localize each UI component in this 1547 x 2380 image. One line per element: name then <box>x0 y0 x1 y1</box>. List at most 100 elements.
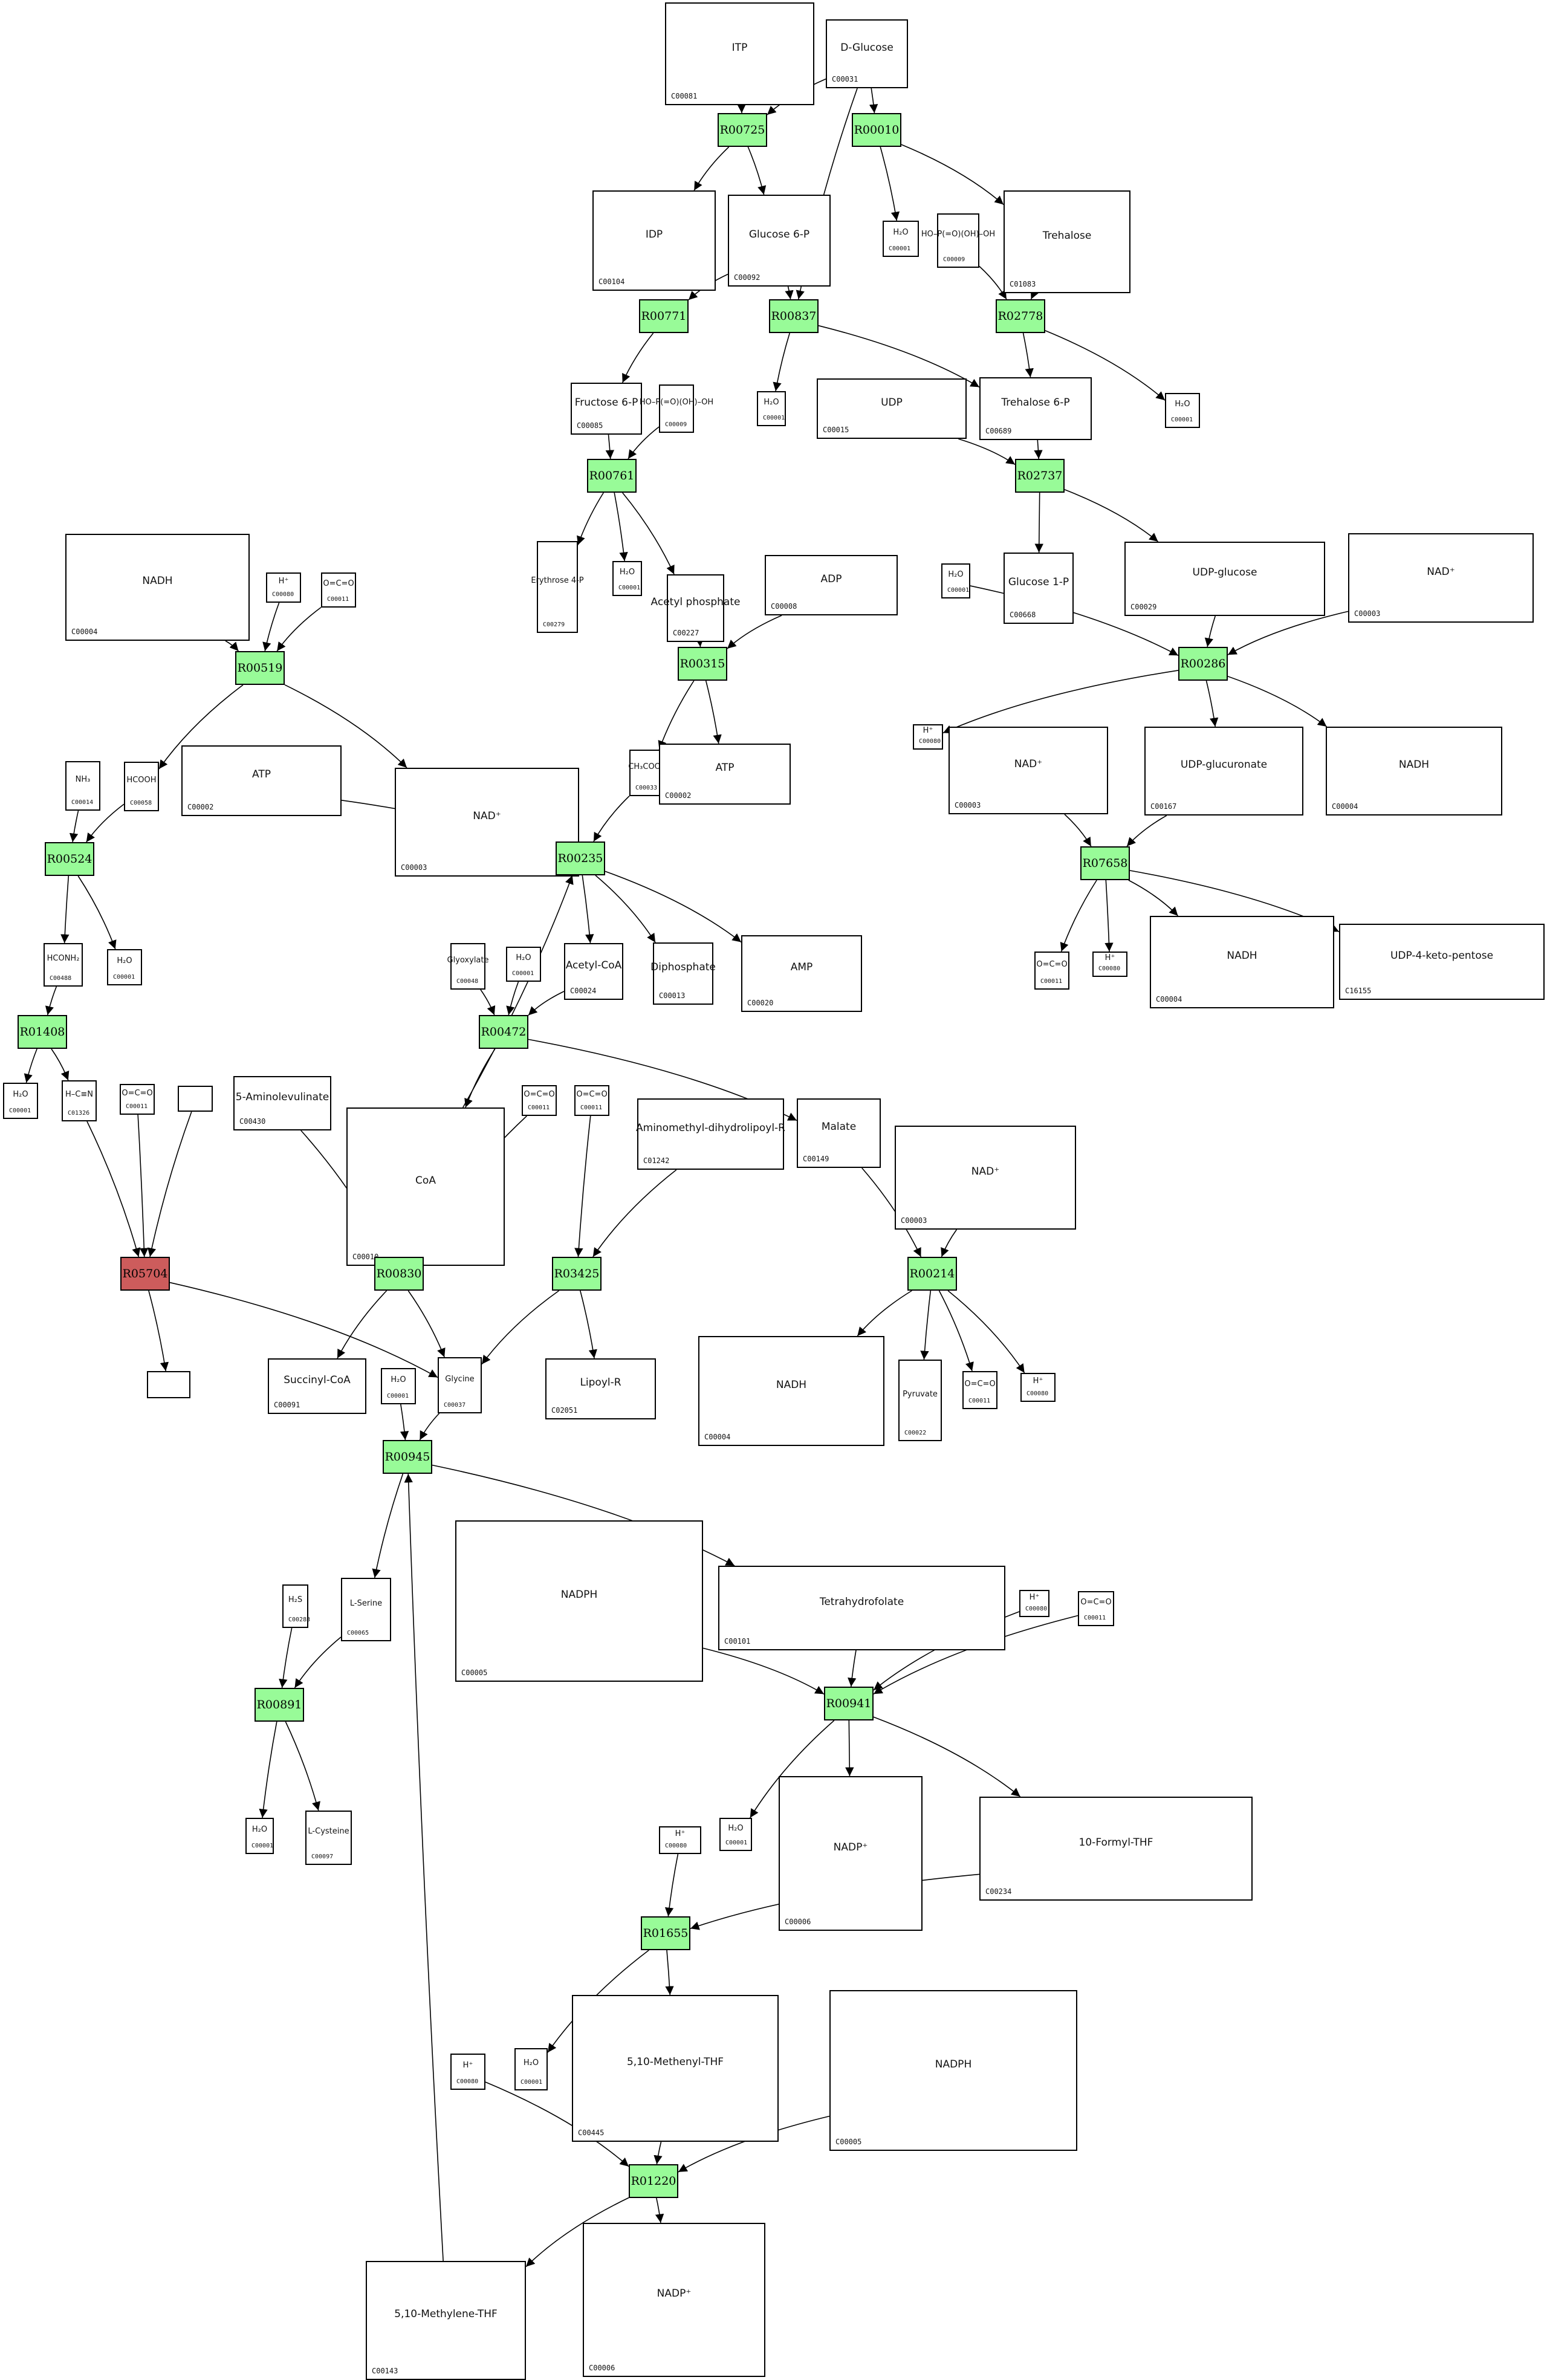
reaction-node[interactable]: R07658 <box>1080 846 1130 880</box>
reaction-node[interactable]: R00472 <box>479 1015 528 1049</box>
compound-node[interactable] <box>178 1086 213 1112</box>
reaction-node[interactable]: R02778 <box>996 299 1045 333</box>
compound-node[interactable]: NAD⁺C00003 <box>395 768 579 877</box>
reaction-node[interactable]: R01220 <box>629 2164 678 2198</box>
reaction-node[interactable]: R00725 <box>718 113 767 147</box>
compound-node[interactable]: H⁺C00080 <box>266 572 301 603</box>
reaction-node[interactable]: R02737 <box>1015 459 1065 493</box>
reaction-node[interactable]: R00010 <box>852 113 901 147</box>
reaction-node[interactable]: R00519 <box>235 651 285 685</box>
compound-node[interactable]: H⁺C00080 <box>659 1826 701 1854</box>
reaction-node[interactable]: R01408 <box>18 1015 67 1049</box>
compound-node[interactable]: NADP⁺C00006 <box>583 2223 765 2377</box>
reaction-node[interactable]: R00286 <box>1178 647 1228 681</box>
compound-node[interactable]: H⁺C00080 <box>1019 1590 1049 1617</box>
compound-node[interactable]: NAD⁺C00003 <box>949 727 1108 814</box>
reaction-node[interactable]: R00235 <box>556 841 605 875</box>
compound-node[interactable]: NAD⁺C00003 <box>895 1126 1076 1230</box>
compound-node[interactable]: NADP⁺C00006 <box>779 1776 923 1931</box>
reaction-node[interactable]: R00761 <box>587 459 637 493</box>
reaction-node[interactable]: R00837 <box>769 299 819 333</box>
reaction-node[interactable]: R00891 <box>255 1688 304 1722</box>
compound-node[interactable]: H⁺C00080 <box>1020 1373 1056 1402</box>
compound-node[interactable]: NAD⁺C00003 <box>1348 533 1534 623</box>
reaction-node[interactable]: R01655 <box>641 1916 690 1950</box>
compound-node[interactable]: H⁺C00080 <box>1092 952 1127 977</box>
reaction-node[interactable]: R00214 <box>907 1257 957 1291</box>
reaction-node[interactable]: R00945 <box>383 1440 432 1474</box>
reaction-node[interactable]: R00941 <box>824 1687 874 1720</box>
reaction-node[interactable]: R00830 <box>374 1257 424 1291</box>
reaction-node[interactable]: R00524 <box>45 842 94 876</box>
reaction-node[interactable]: R00771 <box>639 299 689 333</box>
reaction-node[interactable]: R03425 <box>552 1257 602 1291</box>
compound-node[interactable] <box>147 1371 190 1398</box>
reaction-node[interactable]: R05704 <box>120 1257 170 1291</box>
compound-node[interactable]: H⁺C00080 <box>913 724 943 750</box>
